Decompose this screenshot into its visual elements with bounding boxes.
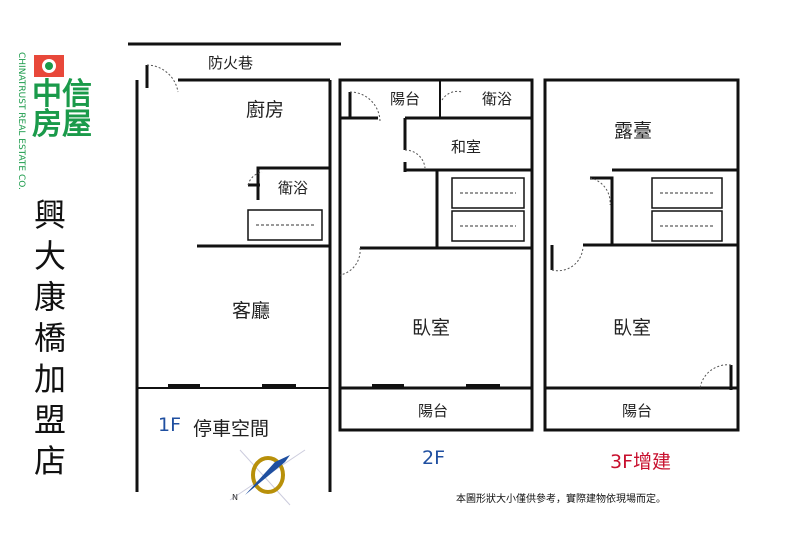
terrace-label: 露臺	[614, 120, 653, 142]
bedroom-3f-label: 臥室	[613, 317, 652, 339]
bath-2f-label: 衛浴	[482, 90, 513, 108]
logo-text: 中信房屋	[32, 77, 92, 142]
floor-1f-label: 1F	[158, 414, 182, 436]
door-swings	[146, 64, 732, 389]
bath-1f-label: 衛浴	[278, 179, 309, 197]
parking-label: 停車空間	[193, 418, 270, 440]
floor-3f-label: 3F增建	[610, 451, 672, 473]
balcony-2f-top-label: 陽台	[390, 90, 421, 108]
floor-2f-label: 2F	[422, 447, 446, 469]
kitchen-label: 廚房	[246, 99, 285, 121]
disclaimer: 本圖形狀大小僅供參考，實際建物依現場而定。	[456, 494, 666, 505]
balcony-3f-label: 陽台	[622, 402, 653, 420]
svg-text:N: N	[232, 493, 238, 502]
bedroom-2f-label: 臥室	[412, 317, 451, 339]
living-room-label: 客廳	[232, 300, 271, 322]
logo-english: CHINATRUST REAL ESTATE CO.	[16, 52, 26, 190]
stairs	[247, 177, 723, 242]
japanese-room-label: 和室	[451, 138, 482, 156]
compass-icon: N	[229, 449, 306, 506]
fire-lane-label: 防火巷	[208, 54, 254, 72]
store-name: 興大康橋加盟店	[33, 196, 66, 480]
balcony-2f-label: 陽台	[418, 402, 449, 420]
